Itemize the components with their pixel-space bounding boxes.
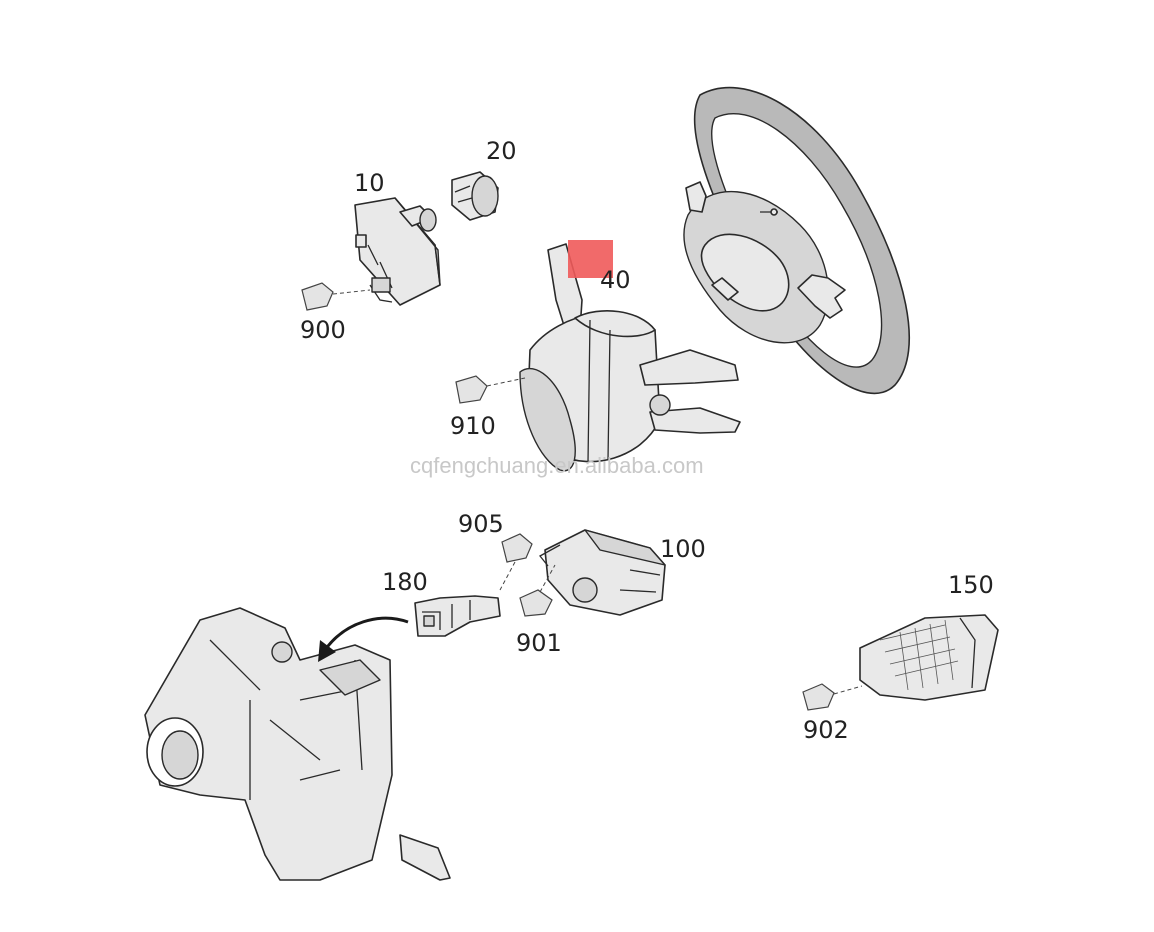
callout-901: 901	[516, 629, 562, 657]
steering-column-bracket	[144, 607, 451, 881]
callout-910: 910	[450, 412, 496, 440]
callout-180: 180	[382, 568, 428, 596]
callout-40: 40	[600, 266, 631, 294]
steering-wheel	[683, 86, 911, 395]
callout-100: 100	[660, 535, 706, 563]
assembly-arrow	[318, 616, 409, 662]
callout-10: 10	[354, 169, 385, 197]
callout-902: 902	[803, 716, 849, 744]
plug-900	[301, 282, 371, 311]
part-40-combination-switch	[519, 243, 741, 472]
plug-901	[519, 564, 556, 617]
watermark: cqfengchuang.en.alibaba.com	[410, 453, 704, 478]
callout-900: 900	[300, 316, 346, 344]
part-150-socket	[859, 614, 999, 701]
plug-902	[802, 683, 863, 711]
part-100-switch	[539, 529, 666, 616]
plug-910	[455, 375, 526, 404]
callout-20: 20	[486, 137, 517, 165]
callout-150: 150	[948, 571, 994, 599]
part-20-knob	[451, 171, 499, 221]
part-180-connector	[414, 595, 501, 637]
plug-905	[499, 533, 533, 591]
callout-905: 905	[458, 510, 504, 538]
highlight-marker	[568, 240, 613, 278]
part-10-module	[354, 197, 441, 306]
